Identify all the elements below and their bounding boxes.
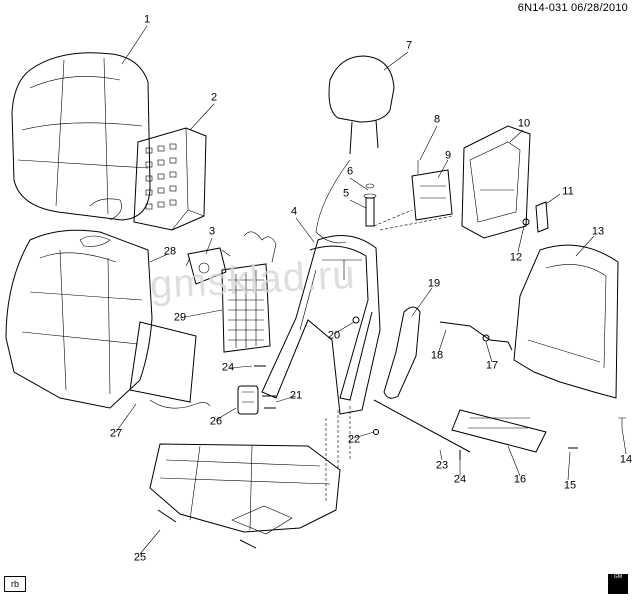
callout-21: 21 (289, 389, 303, 402)
callout-9: 9 (444, 149, 452, 162)
part-29-lumbar-mat (221, 231, 277, 353)
part-4-back-frame (261, 235, 381, 415)
part-9-bracket (411, 160, 453, 221)
gm-seal-text: GM (613, 574, 623, 580)
callout-25: 25 (133, 551, 147, 564)
callout-18: 18 (430, 349, 444, 362)
part-19-bolster (383, 306, 421, 399)
cable-to-headrest (315, 159, 351, 244)
callout-16: 16 (513, 473, 527, 486)
part-28-back-pad (5, 229, 153, 409)
callout-26: 26 (209, 415, 223, 428)
part-12-nut (522, 218, 530, 226)
callout-10: 10 (517, 117, 531, 130)
part-16-module (451, 409, 547, 453)
callout-4: 4 (290, 205, 298, 218)
leader-lines (115, 25, 627, 555)
part-1-seat-back-cover (11, 52, 151, 221)
header-code: 6N14-031 (517, 2, 568, 14)
callout-24: 24 (221, 361, 235, 374)
part-11-clip (535, 201, 549, 233)
callout-12: 12 (509, 251, 523, 264)
callout-6: 6 (346, 165, 354, 178)
callout-22: 22 (347, 433, 361, 446)
callout-3: 3 (208, 225, 216, 238)
callout-17: 17 (485, 359, 499, 372)
part-25-cushion-frame (149, 443, 341, 549)
part-17-bracket (482, 334, 490, 342)
part-5-guide (363, 183, 377, 227)
part-22-screw (373, 429, 379, 435)
part-13-rear-panel (513, 244, 619, 399)
callout-28: 28 (163, 245, 177, 258)
part-21-bolts (262, 395, 276, 409)
part-2-lumbar-panel (133, 127, 207, 231)
part-18-rod (439, 321, 513, 351)
callout-11: 11 (562, 185, 574, 198)
callout-24-second: 24 (453, 473, 467, 486)
callout-27: 27 (109, 427, 123, 440)
callout-8: 8 (433, 113, 441, 126)
callout-23: 23 (435, 459, 449, 472)
header-date: 06/28/2010 (570, 2, 628, 14)
alignment-lines (325, 209, 453, 502)
corner-tag: rb (4, 576, 26, 592)
callout-7: 7 (405, 39, 413, 52)
callout-5: 5 (342, 187, 350, 200)
header: 6N14-031 06/28/2010 (518, 2, 628, 14)
part-10-panel (461, 125, 531, 239)
callout-20: 20 (327, 329, 341, 342)
part-23-cable (373, 399, 471, 453)
part-14-pin (618, 417, 626, 428)
part-7-headrest (328, 55, 395, 155)
part-26-motor (237, 385, 259, 415)
callout-14: 14 (619, 453, 633, 466)
callout-1: 1 (143, 13, 151, 26)
part-3-motor (185, 247, 231, 285)
callout-19: 19 (427, 277, 441, 290)
gm-seal: GM (608, 574, 628, 594)
part-20-clip (352, 316, 360, 324)
callout-29: 29 (173, 311, 187, 324)
part-27-harness (129, 321, 211, 409)
callout-13: 13 (591, 225, 605, 238)
callout-2: 2 (210, 91, 218, 104)
callout-15: 15 (563, 479, 577, 492)
